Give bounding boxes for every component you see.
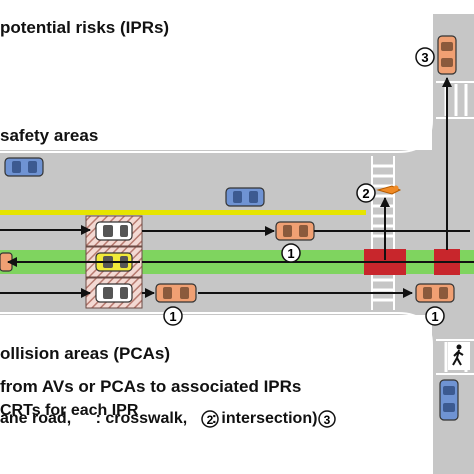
lane-road-marker: 1	[281, 243, 301, 263]
cyclist-icon	[376, 185, 402, 195]
crts-label: CRTs for each IPR	[0, 402, 139, 419]
legend-text-crosswalk: : crosswalk,	[95, 410, 192, 427]
svg-text:2: 2	[207, 413, 214, 427]
lane-road-marker: 1	[163, 306, 183, 326]
legend-marker-crosswalk: 2	[201, 410, 219, 428]
svg-text:1: 1	[431, 309, 438, 324]
svg-text:1: 1	[287, 246, 294, 261]
legend-line: ane road, : crosswalk, : intersection)	[0, 410, 317, 428]
legend-text-lane: ane road,	[0, 410, 76, 427]
pca-label: ollision areas (PCAs)	[0, 344, 171, 363]
svg-text:3: 3	[421, 50, 428, 65]
legend-text-intersection: : intersection)	[211, 410, 318, 427]
safety-areas-label: safety areas	[0, 126, 99, 145]
intersection-marker: 3	[415, 47, 435, 67]
car-icon	[415, 283, 455, 303]
car-icon	[275, 221, 315, 241]
car-icon	[95, 283, 133, 303]
car-icon	[225, 187, 265, 207]
car-icon	[437, 35, 457, 75]
arrows-label: from AVs or PCAs to associated IPRs	[0, 377, 302, 396]
car-icon	[95, 221, 133, 241]
ipr-label: potential risks (IPRs)	[0, 18, 170, 37]
lane-road-marker: 1	[425, 306, 445, 326]
svg-text:1: 1	[169, 309, 176, 324]
car-icon	[4, 157, 44, 177]
center-lane-line	[0, 210, 366, 215]
risk-arrows	[0, 77, 474, 298]
pedestrian-icon	[448, 342, 470, 370]
crosswalk-marker: 2	[356, 183, 376, 203]
car-icon	[155, 283, 197, 303]
car-icon	[439, 379, 459, 421]
svg-text:3: 3	[324, 413, 331, 427]
svg-text:2: 2	[362, 186, 369, 201]
legend-marker-intersection: 3	[318, 410, 336, 428]
crosswalk-main	[368, 156, 398, 310]
